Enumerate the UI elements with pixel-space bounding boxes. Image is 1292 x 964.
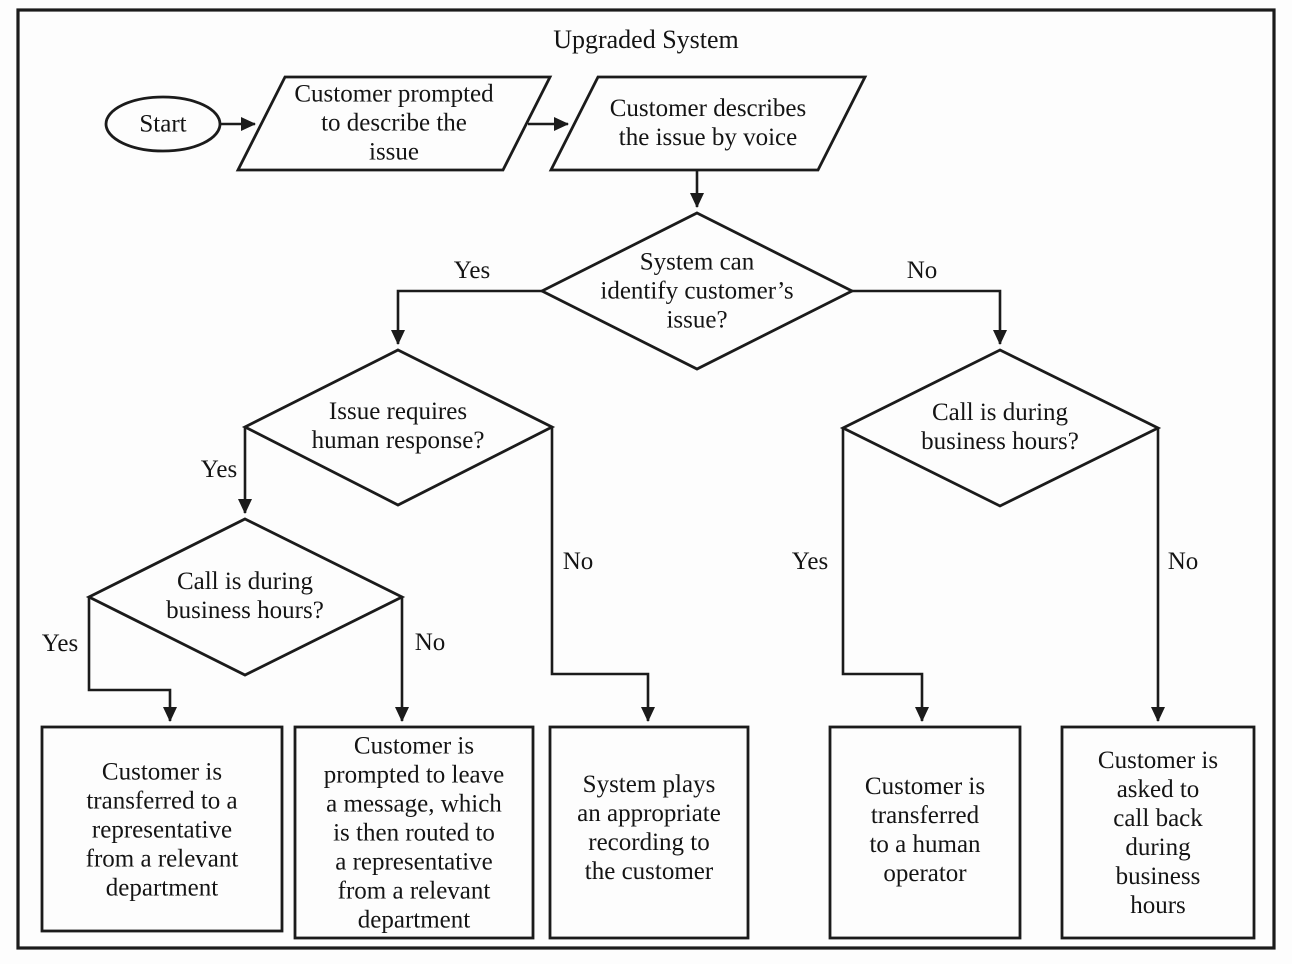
business-hours-right-node-label: Call is during business hours?	[921, 399, 1079, 455]
human-no-label: No	[562, 548, 594, 575]
edge-hours-left-yes	[87, 598, 177, 722]
prompt-issue-node-label: Customer prompted to describe the issue	[294, 80, 494, 166]
describe-voice-node-label: Customer describes the issue by voice	[609, 95, 807, 151]
transfer-operator-process-shape	[828, 725, 1022, 940]
call-back-process-shape	[1060, 725, 1256, 940]
hours-left-yes-label: Yes	[41, 630, 79, 657]
play-recording-node-label: System plays an appropriate recording to…	[577, 771, 721, 885]
edge-human-no	[550, 428, 655, 722]
transfer-representative-node-label: Customer is transferred to a representat…	[85, 758, 239, 902]
transfer-operator-node-label: Customer is transferred to a human opera…	[864, 773, 986, 887]
hours-left-no-label: No	[414, 629, 446, 656]
edges-group	[87, 117, 1165, 722]
business-hours-right-decision-shape	[839, 348, 1162, 508]
identify-no-label: No	[906, 257, 938, 284]
identify-yes-label: Yes	[453, 257, 491, 284]
leave-message-node-label: Customer is prompted to leave a message,…	[323, 732, 505, 934]
hours-right-yes-label: Yes	[791, 548, 829, 575]
human-response-node-label: Issue requires human response?	[311, 398, 485, 454]
start-terminator-shape	[104, 95, 222, 153]
edge-identify-no	[852, 289, 1007, 345]
call-back-node-label: Customer is asked to call back during bu…	[1097, 747, 1219, 919]
start-node-label: Start	[139, 110, 187, 138]
diagram-border	[16, 8, 1276, 950]
prompt-issue-io-shape	[235, 75, 553, 172]
business-hours-left-node-label: Call is during business hours?	[166, 568, 324, 624]
edge-hours-right-yes	[841, 429, 929, 722]
identify-issue-node-label: System can identify customer’s issue?	[600, 248, 794, 334]
identify-issue-decision-shape	[538, 211, 856, 371]
nodes-group	[40, 75, 1256, 940]
business-hours-left-decision-shape	[85, 517, 406, 677]
play-recording-process-shape	[548, 725, 750, 940]
leave-message-process-shape	[293, 725, 535, 940]
human-response-decision-shape	[241, 348, 556, 507]
human-yes-label: Yes	[200, 456, 238, 483]
edge-identify-yes	[391, 289, 542, 345]
diagram-title: Upgraded System	[553, 25, 739, 54]
transfer-representative-process-shape	[40, 725, 284, 933]
describe-voice-io-shape	[548, 75, 868, 172]
hours-right-no-label: No	[1167, 548, 1199, 575]
